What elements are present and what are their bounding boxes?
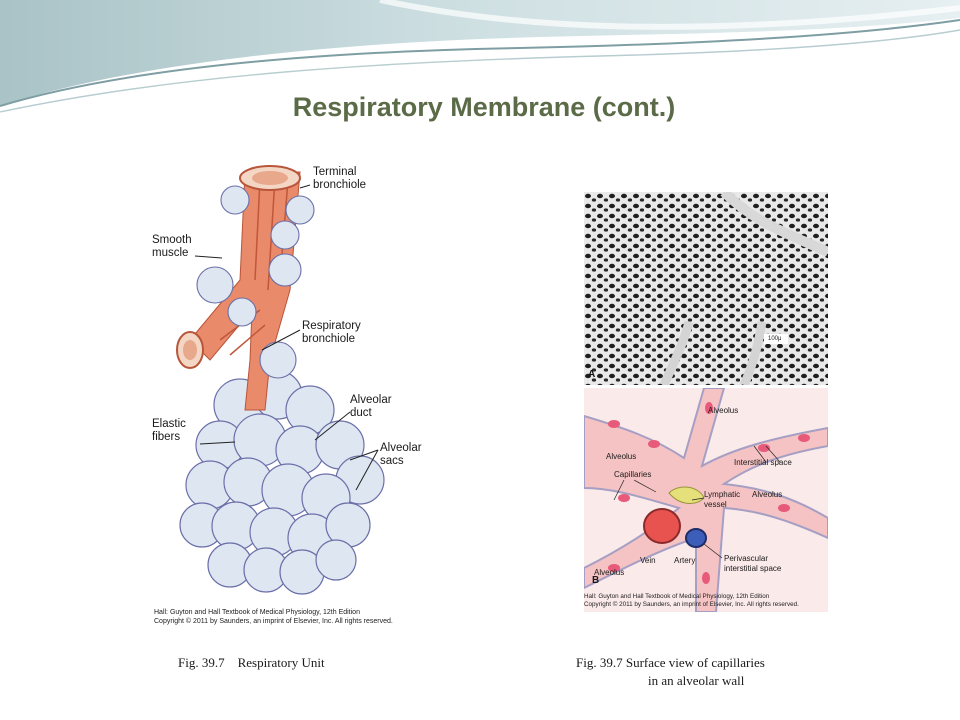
alveolar-sacs-cluster bbox=[179, 370, 385, 595]
label-alveolus-bottom: Alveolus bbox=[594, 568, 625, 577]
label-alveolus-mid: Alveolus bbox=[752, 490, 783, 499]
label-respiratory-bronchiole: Respiratory bronchiole bbox=[302, 320, 361, 345]
red-cells bbox=[608, 402, 810, 584]
respiratory-unit-illustration bbox=[176, 165, 385, 595]
panel-letter-a: A bbox=[588, 369, 596, 380]
capillary-micrograph: 100μ A bbox=[584, 192, 828, 385]
label-interstitial-space: Interstitial space bbox=[734, 458, 792, 467]
caption-capillaries-line1: Fig. 39.7 Surface view of capillaries bbox=[576, 655, 765, 670]
respiratory-unit-figure: Terminal bronchiole Smooth muscle Respir… bbox=[150, 160, 430, 630]
label-perivascular: Perivascular interstitial space bbox=[724, 554, 782, 573]
figure-left-credit-line2: Copyright © 2011 by Saunders, an imprint… bbox=[154, 618, 393, 625]
figure-left-credit-line1: Hall: Guyton and Hall Textbook of Medica… bbox=[154, 609, 360, 616]
caption-capillaries-line2: in an alveolar wall bbox=[648, 673, 745, 688]
label-alveolar-duct: Alveolar duct bbox=[350, 394, 392, 419]
label-vein: Vein bbox=[640, 556, 656, 565]
micrograph-scale-label: 100μ bbox=[768, 336, 782, 342]
figure-leader-lines bbox=[194, 184, 379, 491]
label-lymphatic-vessel: Lymphatic vessel bbox=[704, 490, 741, 509]
label-alveolus-top: Alveolus bbox=[708, 406, 739, 415]
label-artery: Artery bbox=[674, 556, 696, 565]
diagram-leader-lines bbox=[613, 445, 781, 559]
alveolar-wall-diagram: Alveolus Alveolus Interstitial space Cap… bbox=[583, 387, 829, 613]
figure-right-credit-line1: Hall: Guyton and Hall Textbook of Medica… bbox=[584, 593, 770, 600]
label-terminal-bronchiole: Terminal bronchiole bbox=[313, 166, 367, 191]
label-alveolar-sacs: Alveolar sacs bbox=[380, 442, 422, 467]
artery-shape bbox=[685, 528, 707, 548]
alveolar-wall-illustration bbox=[583, 387, 829, 613]
header-swoosh bbox=[0, 0, 960, 113]
slide-title: Respiratory Membrane (cont.) bbox=[292, 92, 676, 122]
panel-letter-b: B bbox=[592, 575, 600, 586]
label-capillaries: Capillaries bbox=[614, 470, 652, 479]
label-alveolus-left: Alveolus bbox=[606, 452, 637, 461]
label-smooth-muscle: Smooth muscle bbox=[152, 234, 192, 259]
airway-alveoli bbox=[196, 185, 315, 379]
caption-respiratory-unit: Fig. 39.7 Respiratory Unit bbox=[178, 655, 325, 670]
vein-shape bbox=[643, 508, 681, 544]
micrograph-texture bbox=[584, 192, 828, 385]
label-elastic-fibers: Elastic fibers bbox=[152, 418, 186, 443]
figure-right-credit-line2: Copyright © 2011 by Saunders, an imprint… bbox=[584, 601, 799, 608]
